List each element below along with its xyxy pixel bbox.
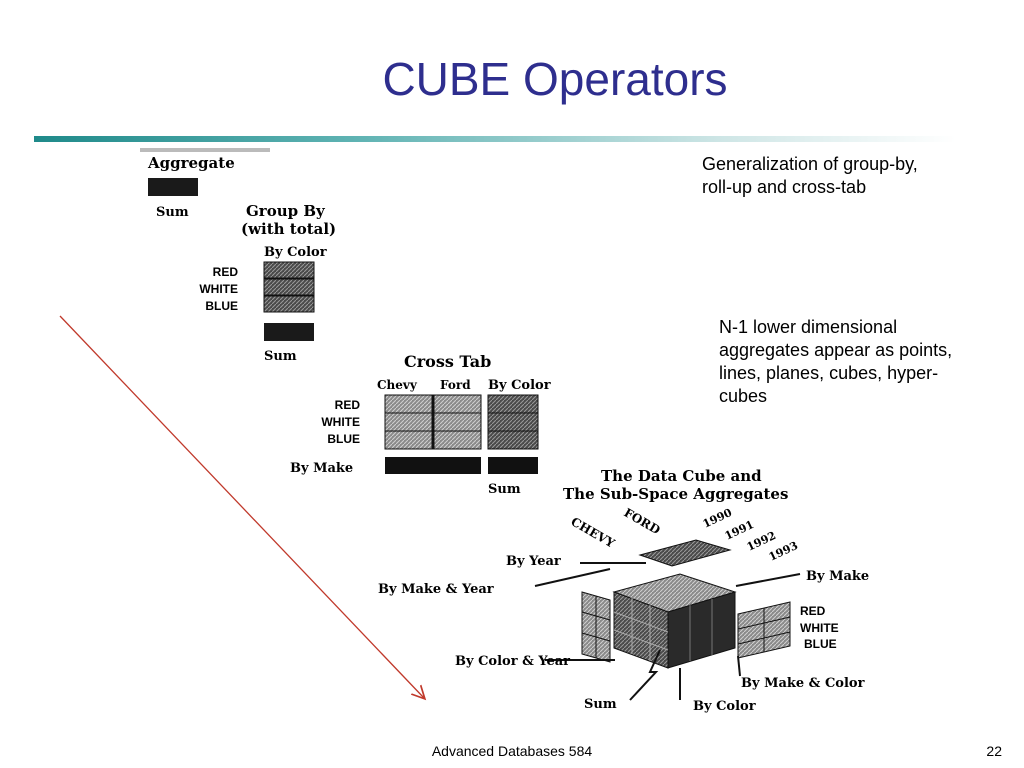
cross-tab-row-red: RED	[335, 398, 361, 412]
cross-tab-sum-label: Sum	[488, 482, 521, 497]
group-by-color-label: By Color	[264, 245, 327, 260]
cube-by-year: By Year	[506, 554, 561, 569]
cube-make-chevy: CHEVY	[569, 514, 618, 550]
note-lower-dimensional: N-1 lower dimensional aggregates appear …	[719, 317, 953, 406]
cube-by-color-year: By Color & Year	[455, 654, 570, 669]
group-by-sum-label: Sum	[264, 349, 297, 364]
cube-by-make-year: By Make & Year	[378, 582, 494, 597]
page-number: 22	[986, 743, 1002, 759]
slide-title: CUBE Operators	[382, 53, 728, 105]
cube-color-red: RED	[800, 604, 826, 618]
cross-tab-row-white: WHITE	[321, 415, 360, 429]
cross-tab-col-ford: Ford	[440, 378, 471, 392]
group-by-row-white: WHITE	[199, 282, 238, 296]
cross-tab-row-blue: BLUE	[327, 432, 360, 446]
red-diagonal-arrow	[59, 315, 424, 698]
cube-make-ford: FORD	[622, 505, 663, 537]
footer-course: Advanced Databases 584	[431, 743, 593, 759]
aggregate-sum-label: Sum	[156, 205, 189, 220]
cross-tab-heading: Cross Tab	[404, 352, 491, 371]
group-by-heading: Group By	[246, 202, 326, 220]
group-by-row-red: RED	[213, 265, 239, 279]
aggregate-cell	[148, 178, 198, 196]
cross-tab-block: Cross Tab Chevy Ford By Color RED WHITE …	[290, 352, 551, 497]
group-by-row-blue: BLUE	[205, 299, 238, 313]
cross-tab-by-make: By Make	[290, 461, 353, 476]
cube-sum: Sum	[584, 697, 617, 712]
cube-by-make: By Make	[806, 569, 869, 584]
cube-color-blue: BLUE	[804, 637, 837, 651]
note-generalization: Generalization of group-by, roll-up and …	[702, 154, 918, 197]
group-by-block: Group By (with total) By Color RED WHITE…	[199, 202, 336, 364]
title-divider	[34, 136, 956, 142]
data-cube-subheading: The Sub-Space Aggregates	[563, 485, 788, 503]
data-cube-heading: The Data Cube and	[601, 467, 762, 485]
cube-by-color: By Color	[693, 699, 756, 714]
aggregate-heading: Aggregate	[147, 154, 235, 172]
group-by-subheading: (with total)	[241, 220, 336, 238]
aggregate-block: Aggregate Sum	[140, 148, 270, 220]
cube-color-white: WHITE	[800, 621, 839, 635]
cross-tab-col-chevy: Chevy	[377, 378, 418, 392]
cross-tab-by-color: By Color	[488, 378, 551, 393]
cube-by-make-color: By Make & Color	[741, 676, 865, 691]
data-cube-block: The Data Cube and The Sub-Space Aggregat…	[378, 467, 869, 714]
